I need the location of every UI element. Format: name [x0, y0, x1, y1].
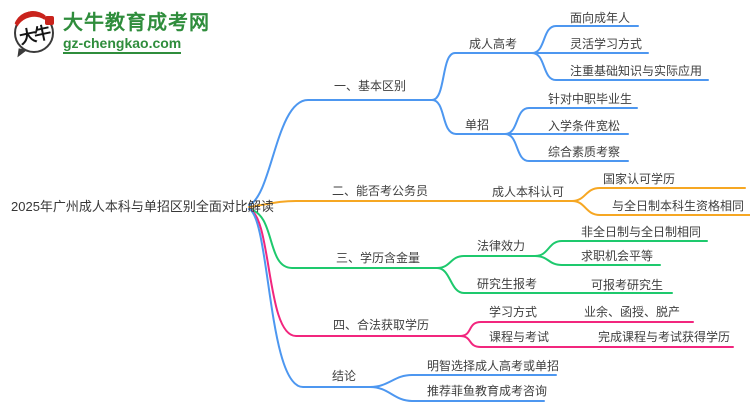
leaf-quality-assessment: 综合素质考察	[548, 145, 621, 159]
site-logo: 大牛 大牛教育成考网 gz-chengkao.com	[8, 6, 210, 59]
leaf-easy-admission: 入学条件宽松	[548, 119, 621, 133]
leaf-flexible-study: 灵活学习方式	[570, 37, 643, 51]
branch-basic-differences: 一、基本区别	[334, 79, 407, 93]
node-single-recruitment: 单招	[465, 118, 490, 132]
branch-4-lines	[248, 208, 734, 348]
leaf-basics-application: 注重基础知识与实际应用	[570, 64, 703, 78]
leaf-wise-choice: 明智选择成人高考或单招	[427, 359, 560, 373]
branch-degree-value: 三、学历含金量	[336, 251, 421, 265]
logo-seal-icon	[45, 16, 54, 25]
leaf-complete-courses-degree: 完成课程与考试获得学历	[598, 330, 731, 344]
leaf-can-apply-postgraduate: 可报考研究生	[591, 278, 664, 292]
leaf-study-modes-list: 业余、函授、脱产	[584, 305, 681, 319]
logo-bubble-tail	[17, 48, 28, 59]
branch-conclusion: 结论	[332, 369, 357, 383]
site-domain: gz-chengkao.com	[63, 35, 182, 54]
site-name: 大牛教育成考网	[63, 12, 210, 34]
logo-text-block: 大牛教育成考网 gz-chengkao.com	[63, 12, 210, 54]
branch-civil-servant-exam: 二、能否考公务员	[332, 184, 429, 198]
leaf-state-recognized: 国家认可学历	[603, 172, 676, 186]
leaf-parttime-equals-fulltime: 非全日制与全日制相同	[581, 225, 702, 239]
node-legal-effect: 法律效力	[477, 239, 526, 253]
node-courses-exams: 课程与考试	[489, 330, 550, 344]
leaf-equal-job-opportunity: 求职机会平等	[581, 249, 654, 263]
branch-1-lines	[248, 25, 709, 206]
branch-2-lines	[248, 187, 750, 216]
leaf-same-qualification: 与全日制本科生资格相同	[612, 199, 745, 213]
branch-3-lines	[248, 208, 708, 294]
mindmap-root-title: 2025年广州成人本科与单招区别全面对比解读	[11, 199, 274, 214]
branch-5-lines	[248, 208, 557, 402]
node-study-mode: 学习方式	[489, 305, 538, 319]
node-postgraduate-application: 研究生报考	[477, 277, 538, 291]
leaf-recommend-consulting: 推荐菲鱼教育成考咨询	[427, 384, 548, 398]
node-adult-gaokao: 成人高考	[469, 37, 518, 51]
leaf-for-adults: 面向成年人	[570, 11, 631, 25]
leaf-vocational-grads: 针对中职毕业生	[548, 92, 633, 106]
branch-legal-degree: 四、合法获取学历	[333, 318, 430, 332]
node-adult-bachelor-recognized: 成人本科认可	[492, 185, 565, 199]
bull-logo-icon: 大牛	[8, 6, 58, 59]
